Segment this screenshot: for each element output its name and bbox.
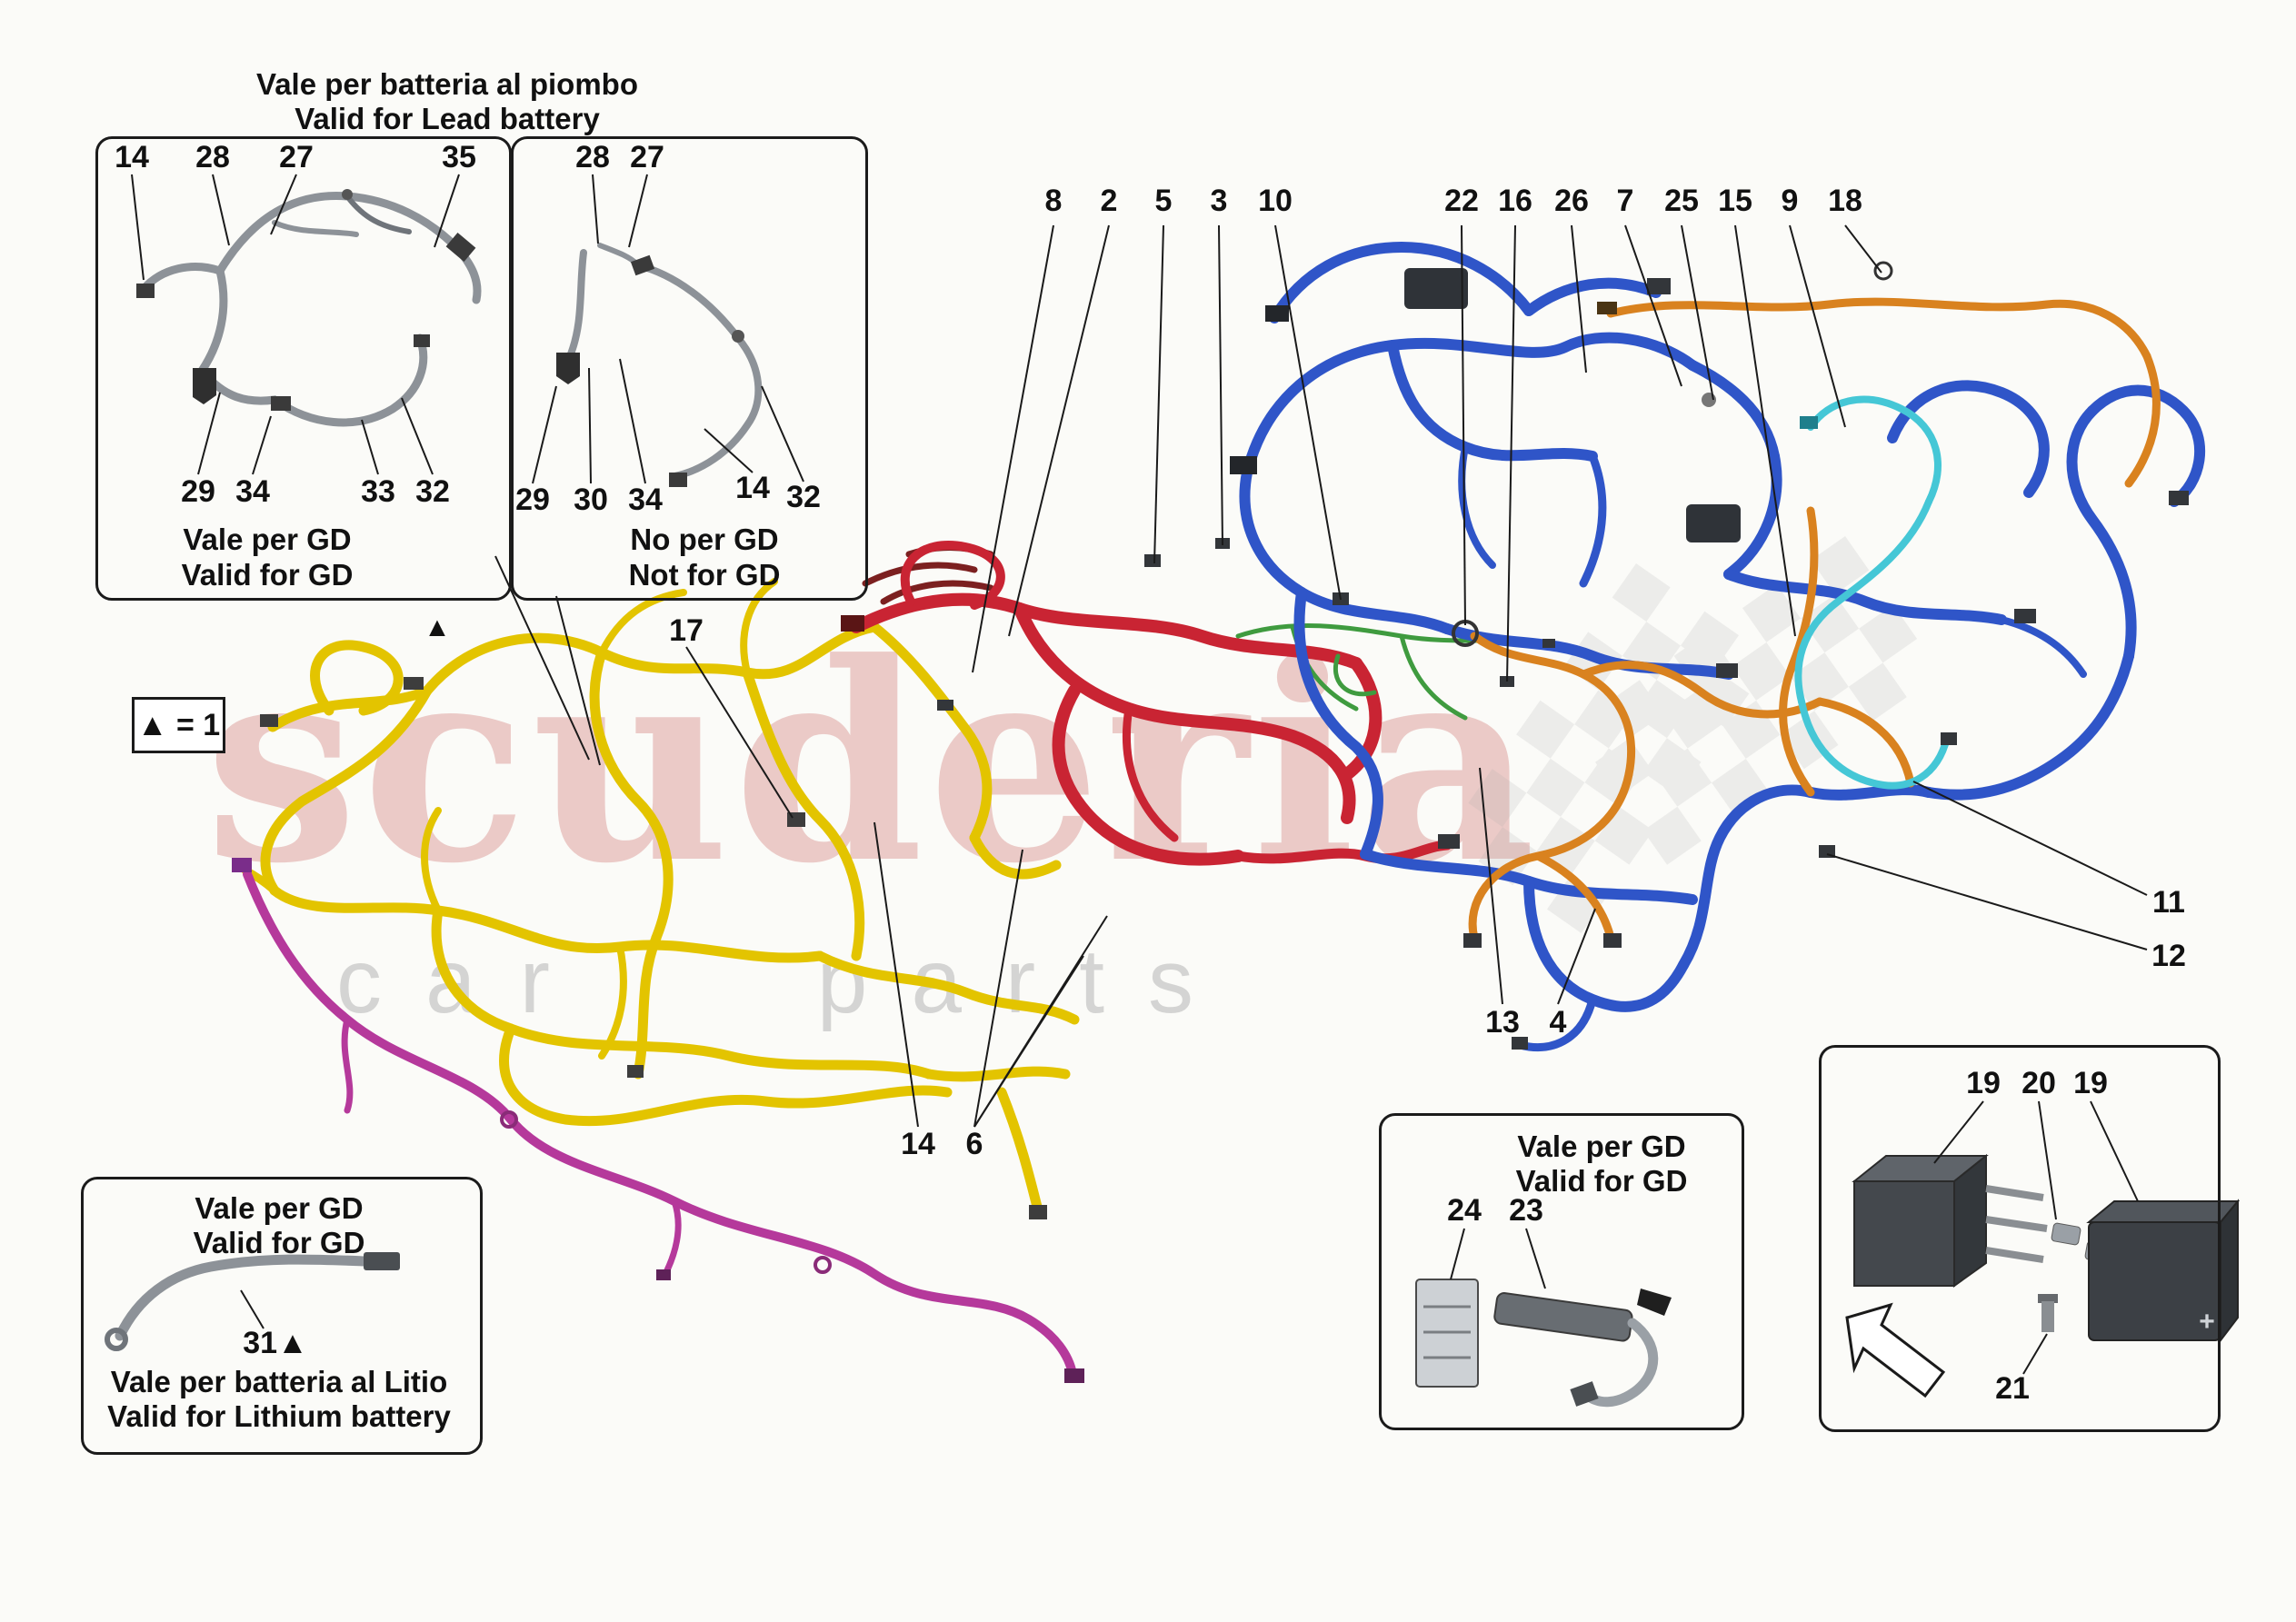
red-harness — [850, 541, 1452, 866]
callout: 21 — [1995, 1371, 2030, 1406]
callout: 14 — [735, 471, 770, 505]
terminal-cover-drawing — [1845, 1153, 2241, 1398]
callout: 29 — [181, 474, 215, 509]
legend-equivalence-label: ▲ = 1 — [136, 707, 221, 742]
inset-lithium-box — [81, 1177, 483, 1455]
lead-battery-title-en: Valid for Lead battery — [294, 101, 600, 135]
callout: 24 — [1447, 1193, 1482, 1228]
callout: 28 — [575, 140, 610, 174]
not-gd-caption-en: Not for GD — [628, 557, 781, 592]
direction-arrow — [1845, 1302, 1946, 1398]
callout: 30 — [574, 483, 608, 517]
callout: 13 — [1485, 1005, 1520, 1040]
callout: 23 — [1509, 1193, 1543, 1228]
gd-connector-title-it: Vale per GD — [1517, 1129, 1686, 1163]
lithium-cable-drawing — [115, 1254, 371, 1341]
callout: 34 — [235, 474, 270, 509]
gd-connector-drawing — [1415, 1279, 1672, 1408]
yellow-harness — [241, 578, 1080, 1216]
callout: 27 — [279, 140, 314, 174]
cyan-harness — [1794, 395, 1951, 790]
callout: 32 — [786, 480, 821, 514]
gd-connector-title-en: Valid for GD — [1515, 1163, 1688, 1198]
callout: 8 — [1044, 184, 1063, 218]
battery-plus-mark: + — [2199, 1307, 2215, 1337]
lithium-caption-it: Vale per batteria al Litio — [110, 1364, 448, 1398]
connector-blocks — [232, 261, 2189, 1383]
inset-lead-battery-box — [95, 136, 512, 601]
callout: 35 — [442, 140, 476, 174]
callout: 29 — [515, 483, 550, 517]
callout: 6 — [965, 1127, 983, 1161]
leader-lines — [131, 174, 2148, 1375]
callout: 26 — [1554, 184, 1589, 218]
callout: 19 — [2073, 1066, 2108, 1100]
callout: 20 — [2021, 1066, 2056, 1100]
lithium-title-en: Valid for GD — [193, 1225, 365, 1259]
callout: 33 — [361, 474, 395, 509]
callout: 16 — [1498, 184, 1532, 218]
orange-harness — [1468, 297, 2161, 942]
lithium-cable-fittings — [105, 1252, 400, 1351]
callout: 12 — [2151, 939, 2186, 973]
blue-harness — [1239, 241, 2206, 1052]
lead-battery-title-it: Vale per batteria al piombo — [256, 66, 638, 101]
callout: 5 — [1154, 184, 1173, 218]
callout: 19 — [1966, 1066, 2001, 1100]
callout: 10 — [1258, 184, 1293, 218]
lithium-title-it: Vale per GD — [195, 1190, 364, 1225]
callout: 34 — [628, 483, 663, 517]
callout: 9 — [1781, 184, 1799, 218]
lead-battery-caption-en: Valid for GD — [181, 557, 354, 592]
legend-equivalence-box: ▲ = 1 — [132, 697, 225, 753]
inset-terminal-cover-box — [1819, 1045, 2221, 1432]
not-gd-cable-fittings — [556, 254, 744, 487]
lead-battery-cable-fittings — [136, 189, 476, 411]
callout: 25 — [1664, 184, 1699, 218]
callout: 2 — [1100, 184, 1118, 218]
callout: 4 — [1549, 1005, 1567, 1040]
callout: 22 — [1444, 184, 1479, 218]
callout: 31▲ — [243, 1326, 308, 1360]
callout: 7 — [1616, 184, 1634, 218]
not-gd-caption-it: No per GD — [630, 522, 779, 556]
callout: 11 — [2152, 885, 2185, 920]
lithium-caption-en: Valid for Lithium battery — [107, 1398, 451, 1433]
callout: 27 — [630, 140, 664, 174]
callout: 14 — [901, 1127, 935, 1161]
magenta-harness — [243, 870, 1077, 1378]
callout: 28 — [195, 140, 230, 174]
callout: 32 — [415, 474, 450, 509]
callout: 14 — [115, 140, 149, 174]
callout: 3 — [1210, 184, 1228, 218]
callout: 15 — [1718, 184, 1752, 218]
callout: 17 — [669, 613, 704, 648]
triangle-marker: ▲ — [424, 612, 451, 642]
callout: 18 — [1828, 184, 1862, 218]
inset-not-gd-box — [511, 136, 868, 601]
inset-gd-connector-box — [1379, 1113, 1744, 1430]
lead-battery-caption-it: Vale per GD — [183, 522, 352, 556]
